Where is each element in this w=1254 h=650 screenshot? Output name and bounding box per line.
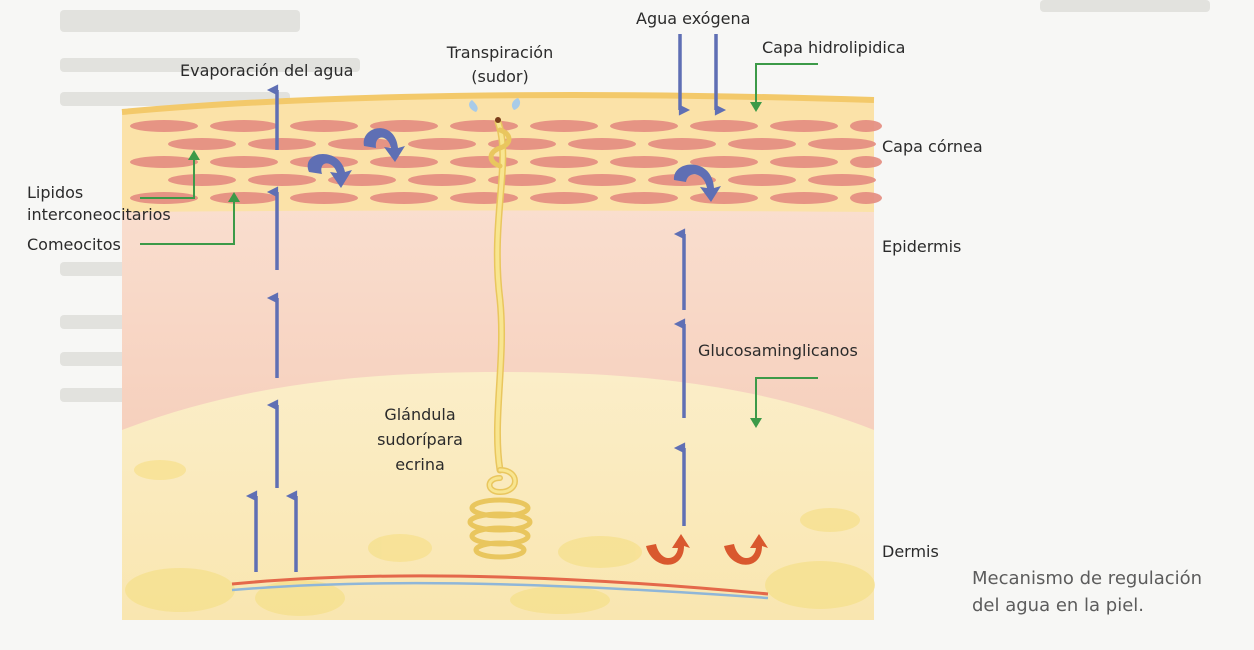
- label-glandula-line1: Glándula: [384, 405, 456, 424]
- sweat-pore: [495, 117, 501, 123]
- label-glandula-line3: ecrina: [395, 455, 445, 474]
- label-glandula: Glándula sudorípara ecrina: [360, 402, 480, 477]
- corneocyte: [568, 174, 636, 186]
- corneocyte: [530, 120, 598, 132]
- corneocyte: [770, 120, 838, 132]
- corneocyte-cells: [130, 120, 882, 204]
- label-transpiracion-line2: (sudor): [471, 67, 529, 86]
- corneocyte: [610, 156, 678, 168]
- corneocyte: [248, 174, 316, 186]
- figure-caption: Mecanismo de regulación del agua en la p…: [972, 565, 1232, 619]
- label-lipidos-line1: Lipidos: [27, 183, 84, 202]
- corneocyte: [328, 138, 396, 150]
- green-arrowheads: [188, 102, 762, 428]
- corneocyte: [370, 156, 438, 168]
- corneocyte: [168, 174, 236, 186]
- corneocyte: [568, 138, 636, 150]
- label-capa-cornea: Capa córnea: [882, 137, 983, 156]
- corneocyte: [850, 192, 882, 204]
- sweat-drop-right: [511, 98, 521, 110]
- corneocyte: [728, 138, 796, 150]
- green-leader-lines: [140, 63, 818, 422]
- corneocyte: [690, 192, 758, 204]
- corneocyte: [610, 192, 678, 204]
- corneocyte: [850, 120, 882, 132]
- sweat-drop-left: [469, 100, 478, 112]
- corneocyte: [168, 138, 236, 150]
- curved-arrow: [673, 164, 721, 202]
- corneocyte: [770, 156, 838, 168]
- curved-flow-arrows: [307, 128, 721, 202]
- corneocyte: [808, 138, 876, 150]
- caption-line2: del agua en la piel.: [972, 595, 1145, 616]
- corneocyte: [770, 192, 838, 204]
- caption-line1: Mecanismo de regulación: [972, 568, 1203, 589]
- label-agua-exogena: Agua exógena: [636, 9, 751, 28]
- corneocyte: [370, 120, 438, 132]
- corneocyte: [450, 120, 518, 132]
- water-flow-arrows: [245, 34, 727, 572]
- label-lipidos-line2: interconeocitarios: [27, 205, 171, 224]
- corneocyte: [210, 192, 278, 204]
- corneocyte: [370, 192, 438, 204]
- red-curved-arrow: [646, 534, 690, 565]
- lymph-vessel: [231, 581, 769, 600]
- corneocyte: [530, 192, 598, 204]
- label-dermis: Dermis: [882, 542, 939, 561]
- corneocyte: [690, 120, 758, 132]
- corneocyte: [290, 120, 358, 132]
- corneocyte: [690, 156, 758, 168]
- label-capa-hidrolipidica: Capa hidrolipidica: [762, 38, 906, 57]
- corneocyte: [408, 174, 476, 186]
- dermal-texture: [125, 460, 875, 616]
- label-epidermis: Epidermis: [882, 237, 962, 256]
- corneocyte: [408, 138, 476, 150]
- label-transpiracion-line1: Transpiración: [446, 43, 554, 62]
- corneocyte: [130, 156, 198, 168]
- corneocyte: [610, 120, 678, 132]
- label-comeocitos: Comeocitos: [27, 235, 121, 254]
- label-transpiracion: Transpiración (sudor): [420, 43, 580, 87]
- hydrolipidic-film: [121, 92, 875, 115]
- corneocyte: [850, 156, 882, 168]
- corneocyte: [450, 192, 518, 204]
- corneocyte: [210, 120, 278, 132]
- corneocyte: [130, 120, 198, 132]
- label-glucosaminglicanos: Glucosaminglicanos: [698, 341, 858, 360]
- sweat-gland: [467, 118, 533, 560]
- corneocyte: [728, 174, 796, 186]
- corneocyte: [648, 138, 716, 150]
- corneocyte: [210, 156, 278, 168]
- dermal-flow-arrows: [646, 534, 768, 565]
- red-curved-arrow: [724, 534, 768, 565]
- corneocyte: [450, 156, 518, 168]
- label-evaporacion: Evaporación del agua: [180, 61, 354, 80]
- curved-arrow: [307, 153, 352, 188]
- corneocyte: [290, 192, 358, 204]
- corneocyte: [530, 156, 598, 168]
- corneocyte: [808, 174, 876, 186]
- blood-vessel: [231, 574, 769, 596]
- label-glandula-line2: sudorípara: [377, 430, 463, 449]
- label-lipidos: Lipidos interconeocitarios: [27, 183, 171, 225]
- curved-arrow: [363, 128, 405, 162]
- corneocyte: [248, 138, 316, 150]
